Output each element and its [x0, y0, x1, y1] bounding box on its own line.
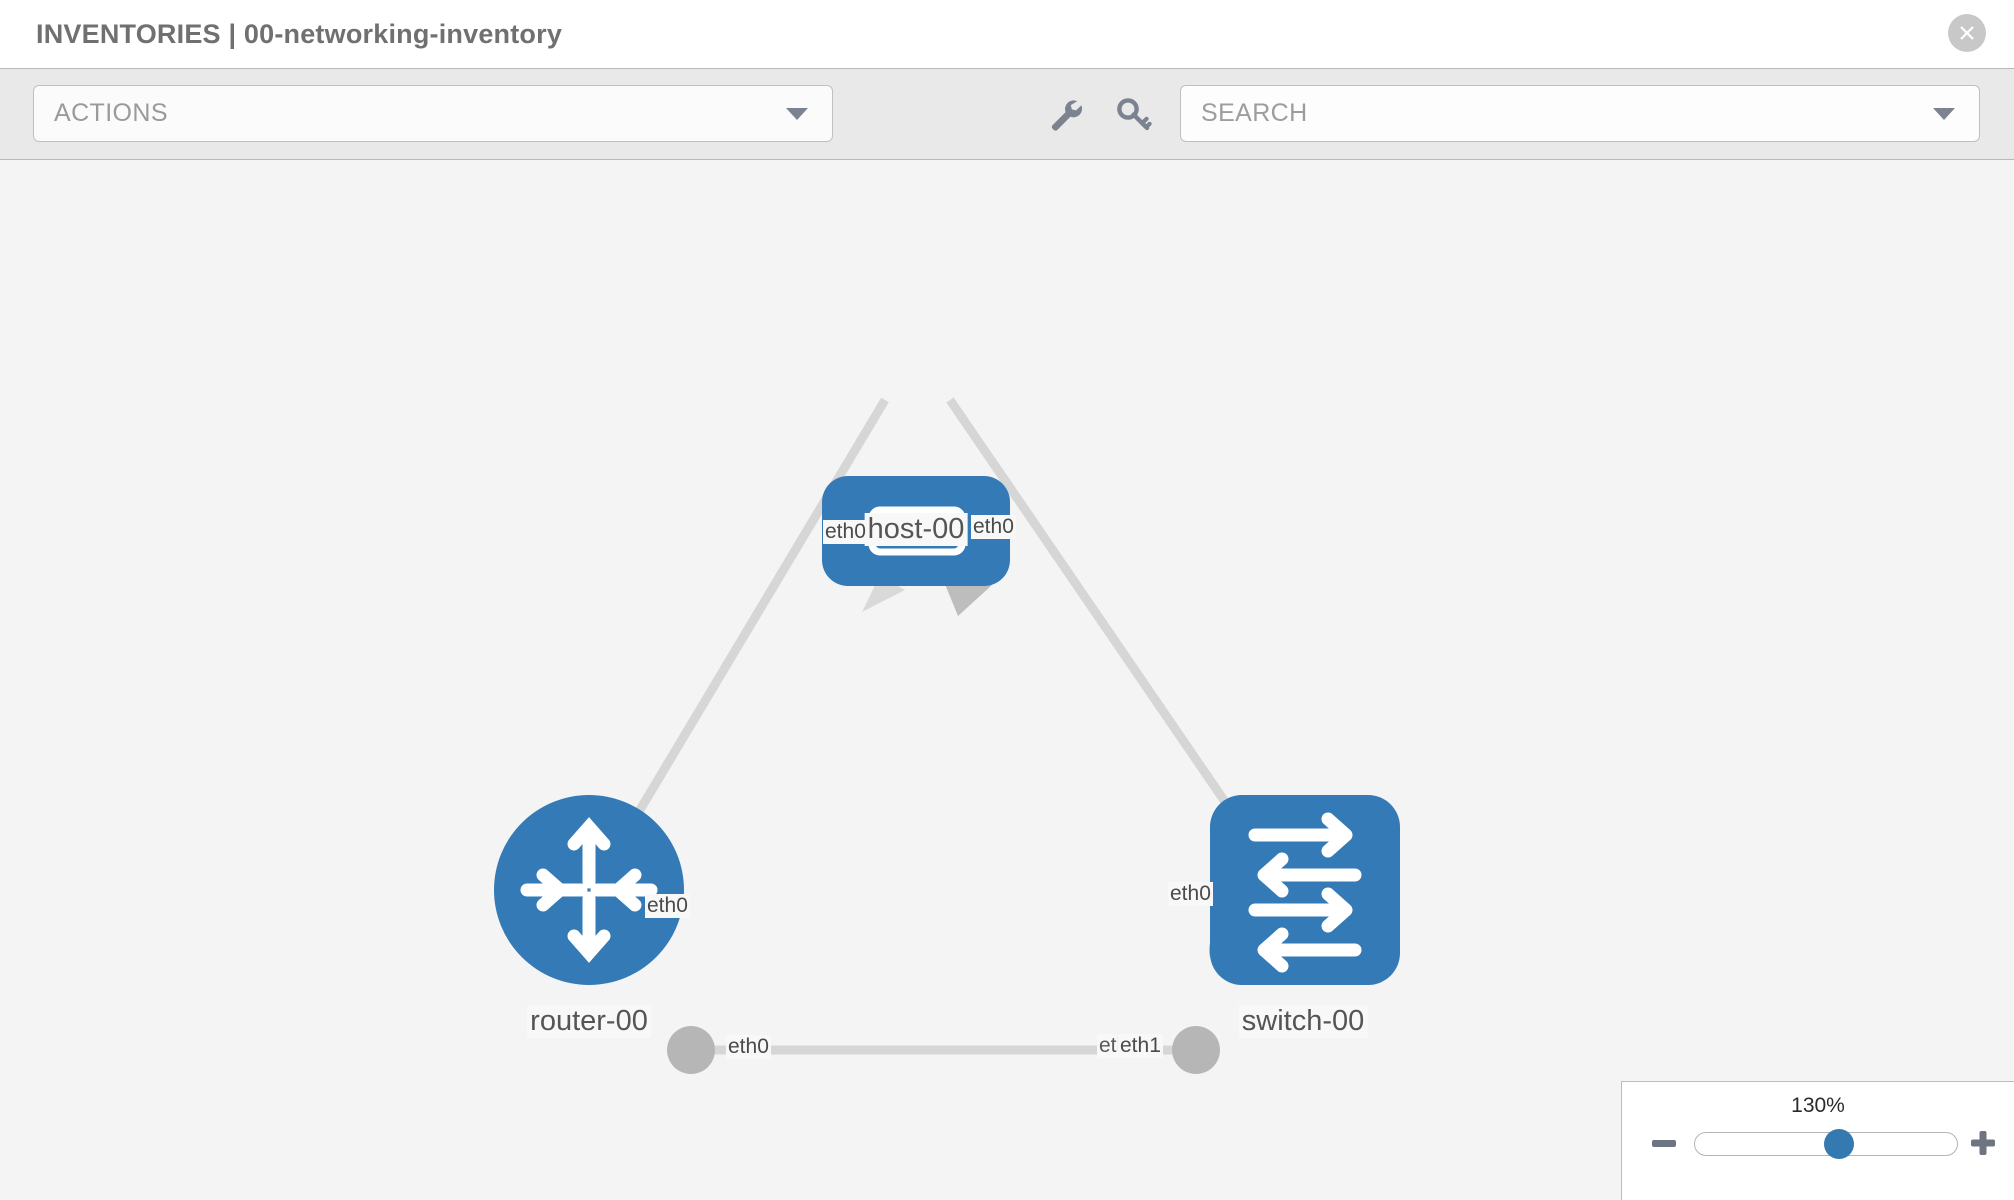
link-host-switch[interactable]	[946, 397, 1262, 853]
connector-switch-left[interactable]	[1172, 1026, 1220, 1074]
actions-dropdown-label: ACTIONS	[54, 99, 168, 127]
node-router-00[interactable]	[494, 795, 684, 985]
zoom-slider[interactable]	[1694, 1129, 1958, 1159]
router-arrows-icon	[520, 817, 658, 963]
search-input[interactable]: SEARCH	[1180, 85, 1980, 142]
close-icon[interactable]	[1948, 14, 1986, 52]
iface-label-router-up: eth0	[645, 894, 690, 918]
actions-dropdown[interactable]: ACTIONS	[33, 85, 833, 142]
connector-layer	[667, 572, 1261, 1074]
chevron-down-icon[interactable]	[1933, 107, 1955, 120]
minus-icon	[1652, 1139, 1676, 1147]
page-header: INVENTORIES | 00-networking-inventory	[0, 0, 2014, 68]
zoom-controls: 130%	[1621, 1081, 2014, 1200]
zoom-out-button[interactable]	[1647, 1126, 1681, 1160]
search-placeholder: SEARCH	[1201, 99, 1308, 127]
zoom-slider-thumb[interactable]	[1824, 1129, 1855, 1159]
plus-icon-vertical	[1979, 1131, 1987, 1155]
key-icon[interactable]	[1113, 93, 1155, 135]
zoom-in-button[interactable]	[1966, 1126, 2000, 1160]
zoom-level-value: 130%	[1791, 1094, 1845, 1117]
iface-label-switch-up: eth0	[1168, 882, 1213, 906]
page-title: INVENTORIES | 00-networking-inventory	[36, 18, 563, 49]
iface-label-host-right: eth0	[971, 515, 1016, 539]
iface-label-router-right: eth0	[726, 1035, 771, 1059]
topology-graph	[494, 397, 1400, 1074]
node-switch-00[interactable]	[1210, 795, 1400, 985]
iface-label-host-left: eth0	[823, 520, 868, 544]
wrench-icon[interactable]	[1043, 93, 1085, 135]
link-host-router[interactable]	[606, 397, 889, 863]
iface-label-switch-left: eth1	[1118, 1034, 1163, 1058]
node-label-host-00: host-00	[864, 513, 968, 546]
chevron-down-icon	[786, 107, 808, 120]
connector-router-right[interactable]	[667, 1026, 715, 1074]
node-label-router-00: router-00	[527, 1005, 651, 1038]
node-label-switch-00: switch-00	[1238, 1005, 1368, 1038]
toolbar: ACTIONS SEARCH	[0, 68, 2014, 160]
topology-canvas[interactable]: host-00 router-00 switch-00 eth0 eth0 et…	[0, 160, 2014, 1200]
switch-arrows-icon	[1248, 812, 1362, 973]
